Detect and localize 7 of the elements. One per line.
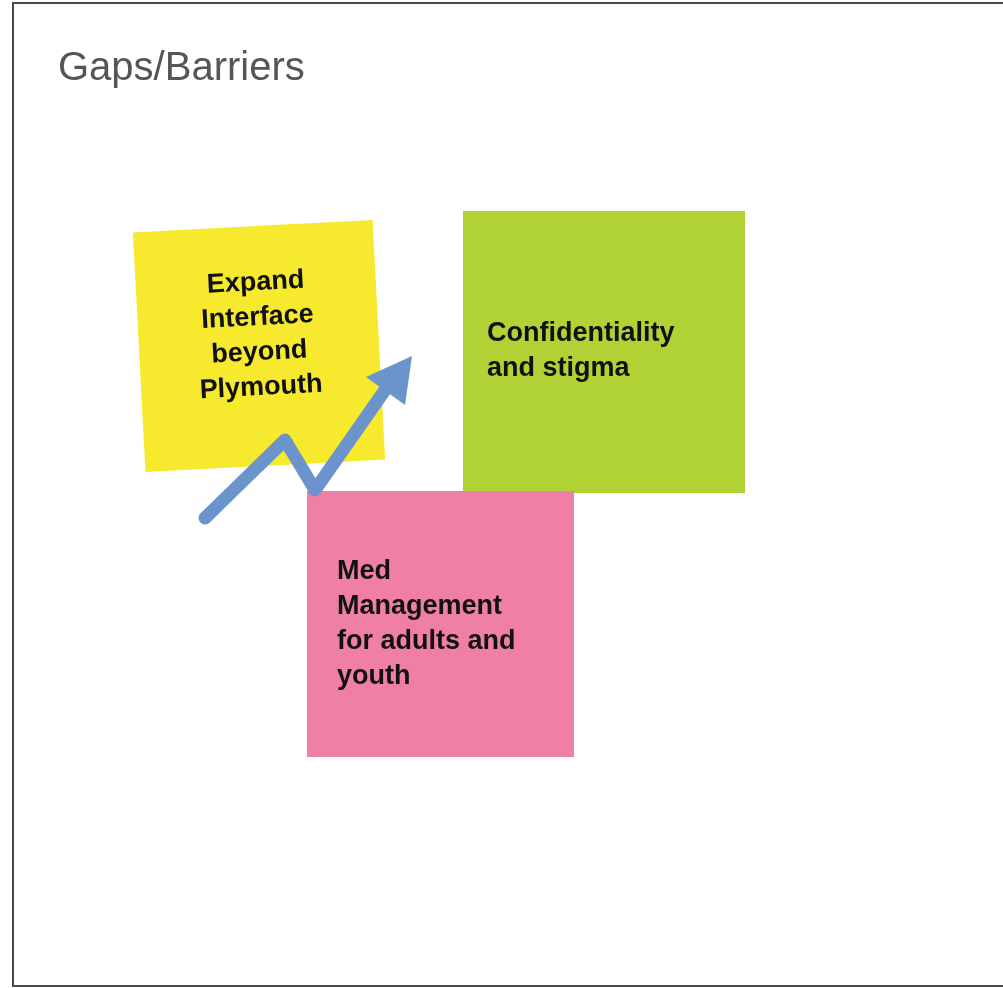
note-text: Med Management for adults and youth bbox=[337, 554, 517, 692]
board-frame bbox=[12, 2, 1003, 987]
sticky-note bbox=[307, 491, 574, 757]
note-text: Confidentiality and stigma bbox=[487, 316, 676, 384]
sticky-note bbox=[463, 211, 745, 493]
board-title: Gaps/Barriers bbox=[58, 44, 305, 89]
note-text: Expand Interface beyond Plymouth bbox=[197, 262, 325, 407]
